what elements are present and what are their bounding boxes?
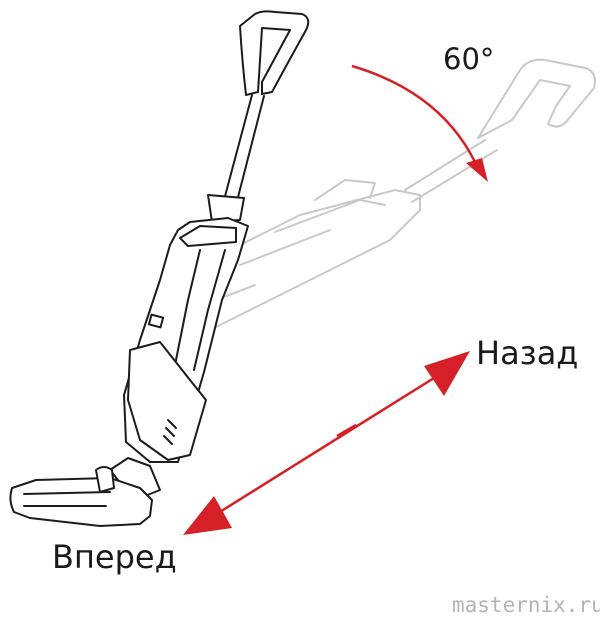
floor-head-roller — [23, 491, 111, 507]
head-joint — [95, 466, 115, 493]
tube-clip — [207, 194, 245, 223]
rotation-arc — [351, 64, 477, 163]
handle-grip — [239, 10, 310, 96]
rotation-arrowhead — [466, 158, 488, 182]
back-arrowhead — [424, 351, 470, 396]
handle-tube — [223, 94, 265, 206]
tilt-angle-label: 60° — [443, 42, 495, 76]
forward-direction-label: Вперед — [52, 538, 177, 576]
back-direction-label: Назад — [476, 334, 579, 372]
ghost-tank — [314, 179, 376, 201]
arrows — [183, 64, 488, 535]
forward-back-shaft — [206, 366, 451, 522]
floor-head — [9, 477, 153, 527]
water-tank — [127, 341, 207, 461]
dash-mark — [336, 423, 357, 438]
tank-vents — [163, 419, 177, 445]
upright-vacuum — [9, 10, 310, 527]
watermark-text: masternix.ru — [452, 593, 600, 617]
ghost-handle-grip — [477, 58, 596, 139]
control-button — [147, 313, 165, 329]
forward-arrowhead — [183, 496, 232, 535]
body-top-cap — [179, 225, 237, 247]
body-detail-line — [193, 249, 226, 371]
ghost-handle-tube — [404, 139, 498, 203]
